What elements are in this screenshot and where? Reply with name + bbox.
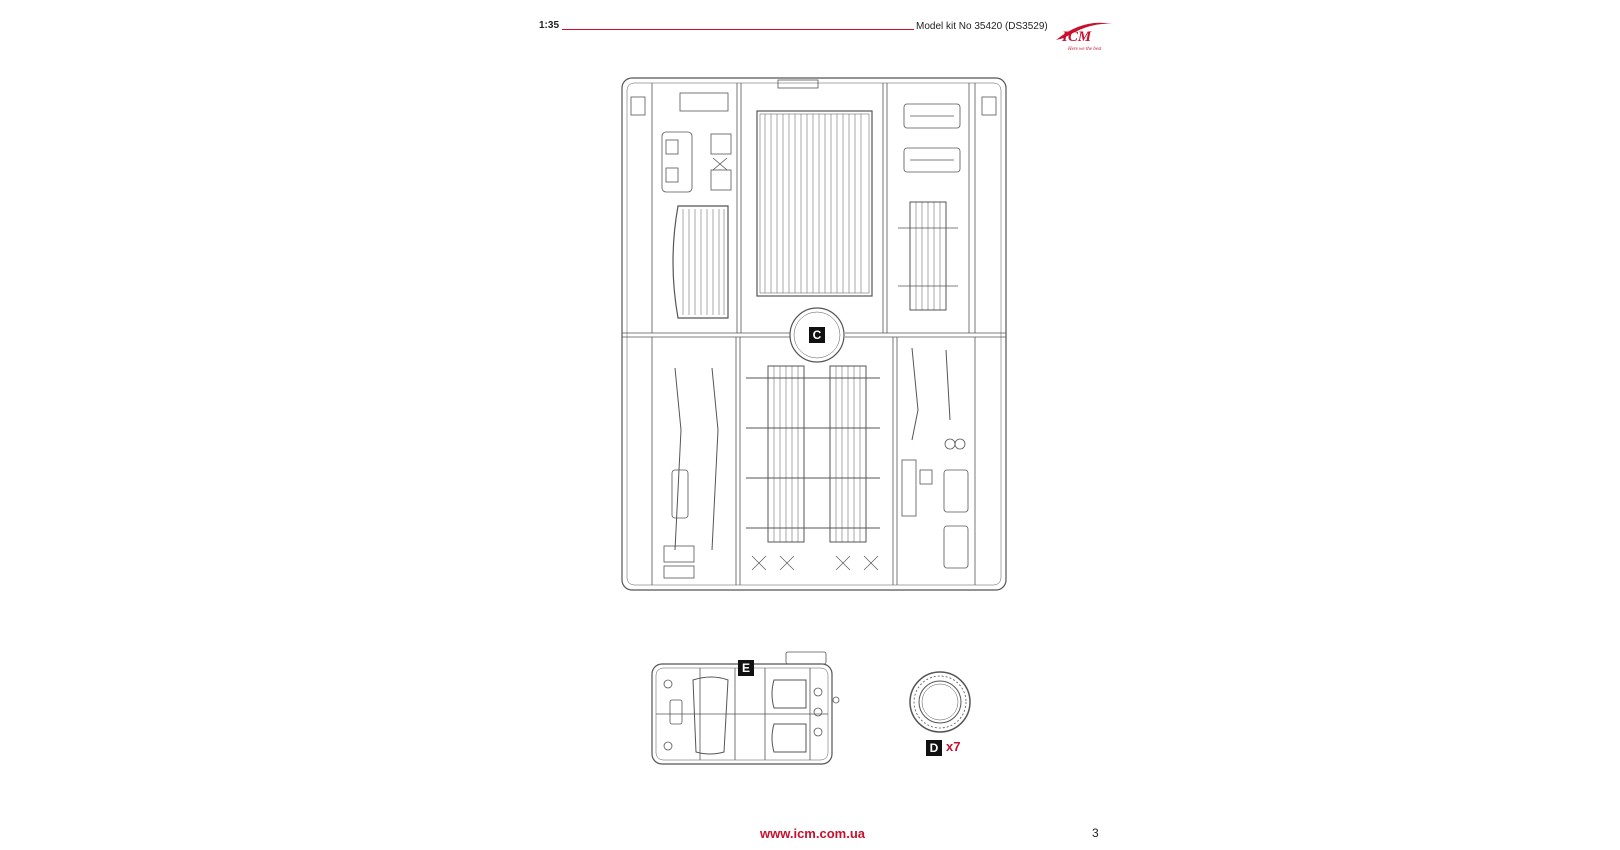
sprue-e-label: E <box>738 660 754 676</box>
icm-logo: ICM Here we the best <box>1056 22 1112 52</box>
logo-tagline: Here we the best <box>1067 47 1102 52</box>
page-header: 1:35 Model kit No 35420 (DS3529) ICM Her… <box>0 0 1620 60</box>
scale-label: 1:35 <box>539 20 560 31</box>
sprue-c-label: C <box>809 327 825 343</box>
kit-title: Model kit No 35420 (DS3529) <box>916 21 1048 32</box>
wheel-d <box>909 671 971 733</box>
page-number: 3 <box>1092 826 1099 840</box>
wheel-count: x7 <box>946 739 961 754</box>
footer-url[interactable]: www.icm.com.ua <box>760 826 865 841</box>
logo-text: ICM <box>1061 29 1092 45</box>
sprue-d-label: D <box>926 740 942 756</box>
header-rule <box>562 29 914 30</box>
sprue-c <box>621 77 1007 591</box>
